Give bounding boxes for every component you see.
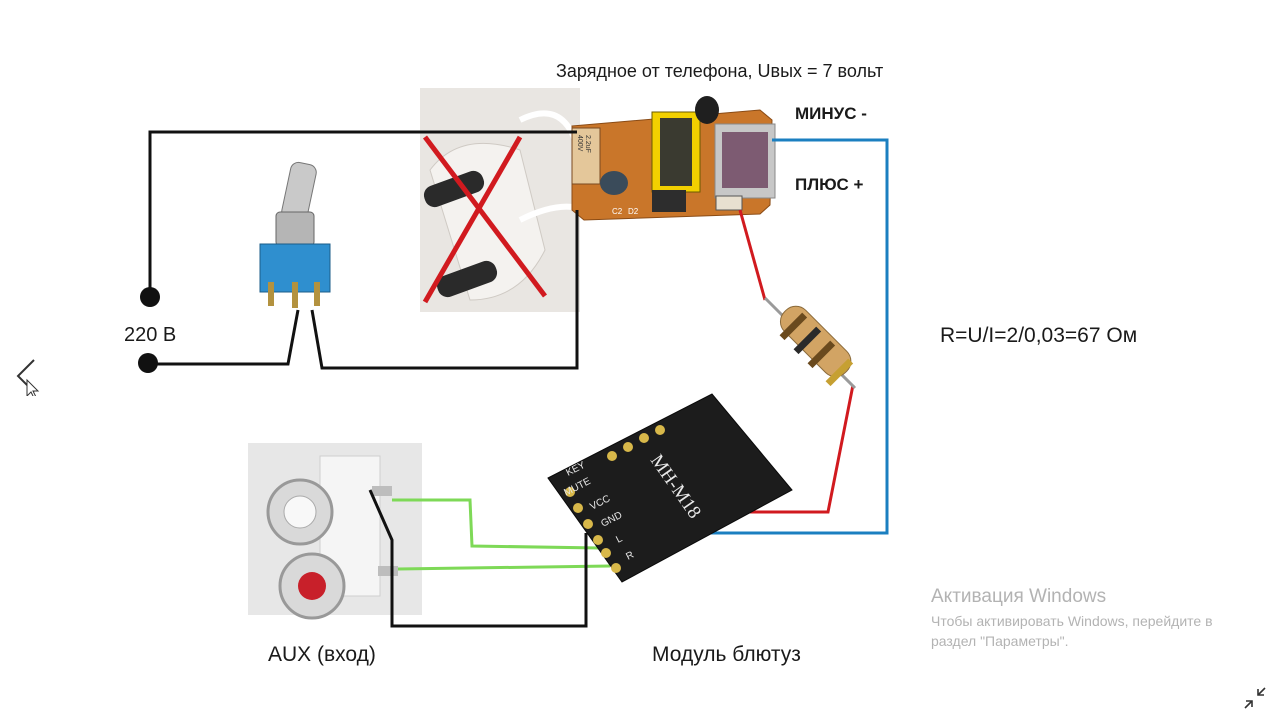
audio-wires bbox=[368, 489, 611, 628]
mains-terminal-1 bbox=[140, 287, 160, 307]
chevron-left-icon[interactable] bbox=[14, 356, 40, 399]
pcb-label-d2: D2 bbox=[628, 207, 639, 216]
exit-fullscreen-icon[interactable] bbox=[1242, 685, 1268, 711]
mains-wires bbox=[148, 130, 579, 370]
resistor bbox=[763, 296, 857, 390]
crossed-out-mark bbox=[422, 135, 547, 304]
mains-voltage-label: 220 В bbox=[124, 324, 177, 346]
aux-input-label: AUX (вход) bbox=[268, 643, 376, 666]
pcb-label-c2: C2 bbox=[612, 207, 623, 216]
pin-label-r: R bbox=[624, 550, 635, 563]
charger-pcb: 2.2uF 400V C2 D2 bbox=[571, 96, 776, 221]
windows-activation-text: Чтобы активировать Windows, перейдите в … bbox=[931, 613, 1213, 649]
aux-connector bbox=[248, 443, 422, 620]
minus-label: МИНУС - bbox=[795, 104, 867, 123]
mains-terminal-2 bbox=[138, 353, 158, 373]
bluetooth-module-label: Модуль блютуз bbox=[652, 643, 801, 666]
charger-photo: 2.2uF 400V C2 D2 bbox=[420, 88, 776, 312]
diagram-title: Зарядное от телефона, Uвых = 7 вольт bbox=[556, 61, 884, 81]
bluetooth-module: MH-M18 KEY MUTE VCC GND L R bbox=[547, 393, 793, 583]
cap-label-2: 400V bbox=[576, 135, 583, 152]
pin-label-l: L bbox=[614, 533, 624, 546]
cap-label-1: 2.2uF bbox=[584, 135, 591, 153]
windows-activation-title: Активация Windows bbox=[931, 586, 1107, 607]
plus-label: ПЛЮС + bbox=[795, 175, 864, 194]
resistor-formula: R=U/I=2/0,03=67 Ом bbox=[940, 324, 1138, 347]
toggle-switch bbox=[259, 161, 331, 308]
minus-wire bbox=[598, 138, 889, 535]
